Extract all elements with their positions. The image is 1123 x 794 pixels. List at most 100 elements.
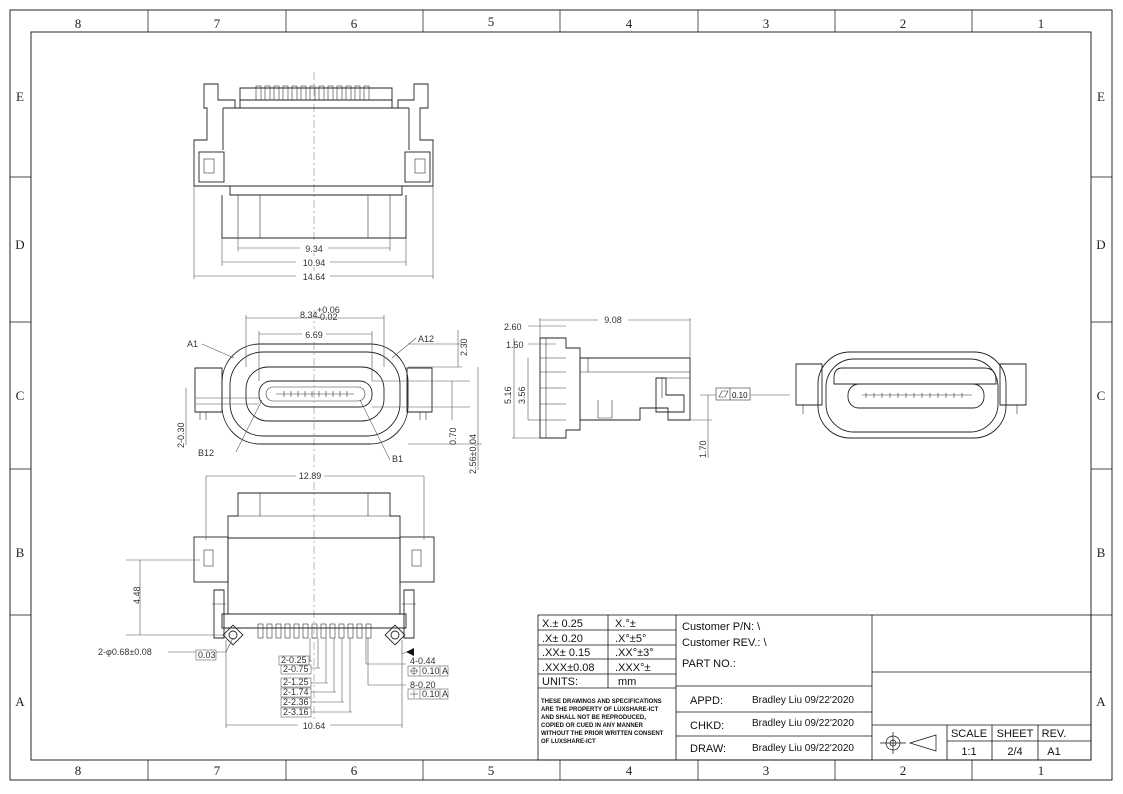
dim-text: -0.02 [317,312,338,322]
row-label-right: C [1097,388,1106,403]
col-label-bottom: 8 [75,763,82,778]
dim-text: 1.70 [698,440,708,458]
col-label-bottom: 2 [900,763,907,778]
dim-text: 2-1.25 [283,677,309,687]
col-label-bottom: 5 [488,763,495,778]
col-label-top: 1 [1038,16,1045,31]
rev-header: REV. [1042,728,1067,740]
notice-line: THESE DRAWINGS AND SPECIFICATIONS [541,699,662,705]
dim-text: 0.10 [422,666,440,676]
position-tolerance-icon [410,690,418,698]
dim-text: 6.69 [305,330,323,340]
pin-label: A12 [418,334,434,344]
scale-header: SCALE [951,728,987,740]
bottom-view: 12.89 4.48 2-φ0.68±0.08 0.03 2-0.25 2-0.… [98,470,449,731]
col-label-top: 6 [351,16,358,31]
scale-value: 1:1 [961,746,976,758]
isometric-view [795,351,1027,439]
dim-text: 10.64 [303,721,326,731]
side-view: 9.08 2.60 1.50 5.16 3.56 1.70 0.10 [503,314,790,458]
row-label-right: E [1097,89,1105,104]
flatness-icon [718,390,729,398]
dim-text: +0.06 [317,305,340,315]
dim-text: 2-1.74 [283,687,309,697]
dim-text: 2-0.25 [281,655,307,665]
row-label-left: D [15,237,24,252]
approval-value: Bradley Liu 09/22'2020 [752,743,854,754]
pin-label: B1 [392,454,403,464]
tolerance-cell: .XXX°± [615,662,651,674]
row-label-right: D [1096,237,1105,252]
col-label-bottom: 4 [626,763,633,778]
dim-text: 3.56 [517,386,527,404]
dim-text: 9.34 [305,244,323,254]
col-label-bottom: 1 [1038,763,1045,778]
sheet-header: SHEET [997,728,1034,740]
tolerance-cell: .XXX±0.08 [542,662,595,674]
top-view: 9.34 10.94 14.64 [193,72,434,282]
notice-line: WITHOUT THE PRIOR WRITTEN CONSENT [541,731,664,737]
approval-label: DRAW: [690,743,726,755]
dim-text: 2-2.36 [283,697,309,707]
col-label-top: 3 [763,16,770,31]
customer-rev: Customer REV.: \ [682,637,768,649]
flatness-callout: 0.10 [715,387,751,401]
notice-line: ARE THE PROPERTY OF LUXSHARE-ICT [541,707,659,713]
dim-text: 1.50 [506,340,524,350]
row-label-left: B [16,545,25,560]
dim-text: 2.56±0.04 [468,434,478,474]
sheet-value: 2/4 [1007,746,1022,758]
dim-text: 4-0.44 [410,656,436,666]
col-label-top: 8 [75,16,82,31]
dim-text: 0.10 [422,689,440,699]
dim-text: A [442,666,448,676]
tolerance-cell: mm [618,676,636,688]
row-label-left: C [16,388,25,403]
dim-text: 5.16 [503,386,513,404]
dim-text: 2-φ0.68±0.08 [98,647,152,657]
tolerance-cell: .XX°±3° [615,647,654,659]
row-label-right: A [1096,694,1106,709]
col-label-bottom: 3 [763,763,770,778]
customer-pn: Customer P/N: \ [682,621,761,633]
tolerance-cell: X.± 0.25 [542,618,583,630]
col-label-top: 7 [214,16,221,31]
col-label-top: 2 [900,16,907,31]
dim-text: 2-0.75 [283,664,309,674]
row-label-right: B [1097,545,1106,560]
approval-value: Bradley Liu 09/22'2020 [752,695,854,706]
approval-label: CHKD: [690,720,724,732]
dim-text: 2-0.30 [176,422,186,448]
dim-text: 10.94 [303,258,326,268]
col-label-top: 4 [626,16,633,31]
dim-text: 4.48 [132,586,142,604]
dim-text: 0.70 [448,427,458,445]
row-label-left: A [15,694,25,709]
approval-value: Bradley Liu 09/22'2020 [752,718,854,729]
tolerance-cell: .X°±5° [615,633,646,645]
approval-label: APPD: [690,695,723,707]
third-angle-projection-icon [880,732,937,754]
datum-arrow-icon [406,648,414,656]
front-view: 8.34 +0.06 -0.02 6.69 2.30 2-0.30 0.70 2… [176,305,482,474]
dim-text: A [442,689,448,699]
col-label-bottom: 6 [351,763,358,778]
position-tolerance-icon [410,667,418,675]
dim-text: 2.30 [459,338,469,356]
tolerance-cell: X.°± [615,618,636,630]
dim-text: 8-0.20 [410,680,436,690]
dim-text: 2-3.16 [283,707,309,717]
dim-text: 0.03 [198,650,216,660]
pin-label: A1 [187,339,198,349]
tolerance-cell: .X± 0.20 [542,633,583,645]
col-label-top: 5 [488,14,495,29]
dim-text: 0.10 [732,391,748,400]
notice-line: OF LUXSHARE-ICT [541,739,596,745]
dim-text: 12.89 [299,471,322,481]
col-label-bottom: 7 [214,763,221,778]
part-no: PART NO.: [682,658,736,670]
title-block: X.± 0.25 X.°± .X± 0.20 .X°±5° .XX± 0.15 … [537,614,1092,761]
tolerance-cell: UNITS: [542,676,578,688]
dim-text: 9.08 [604,315,622,325]
